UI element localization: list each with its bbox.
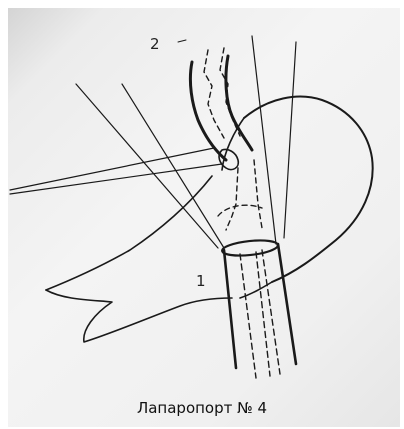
label-trocar-number: 1 [196, 272, 206, 290]
stomach-lesser-curve [222, 118, 244, 170]
inner-channel-cap [218, 205, 262, 216]
trocar-left-wall [224, 250, 236, 368]
instrument-line-3 [252, 36, 276, 244]
trocar-inner-dashed-2 [256, 252, 270, 376]
trocar-inner-dashed-1 [240, 254, 256, 378]
trocar-inner-dashed-3 [262, 250, 280, 374]
trocar-right-wall [278, 244, 296, 364]
instrument-line-4 [284, 42, 296, 238]
esophagus-left-wall [190, 62, 226, 160]
figure-caption: Лапаропорт № 4 [0, 399, 404, 417]
esophagus-right-wall [226, 56, 252, 150]
esophagus-tube-dashed-right [220, 48, 240, 136]
label-2-tick [178, 40, 186, 42]
stomach-antrum-upper [46, 176, 212, 290]
inner-channel-dashed-left [226, 168, 238, 230]
stomach-antrum-lower [46, 290, 232, 342]
label-esophagus-number: 2 [150, 35, 160, 53]
trocar-opening [221, 238, 278, 258]
inner-channel-dashed-right [254, 160, 262, 228]
instrument-line-1 [76, 84, 218, 248]
esophagus-tube-dashed-left [204, 50, 224, 138]
